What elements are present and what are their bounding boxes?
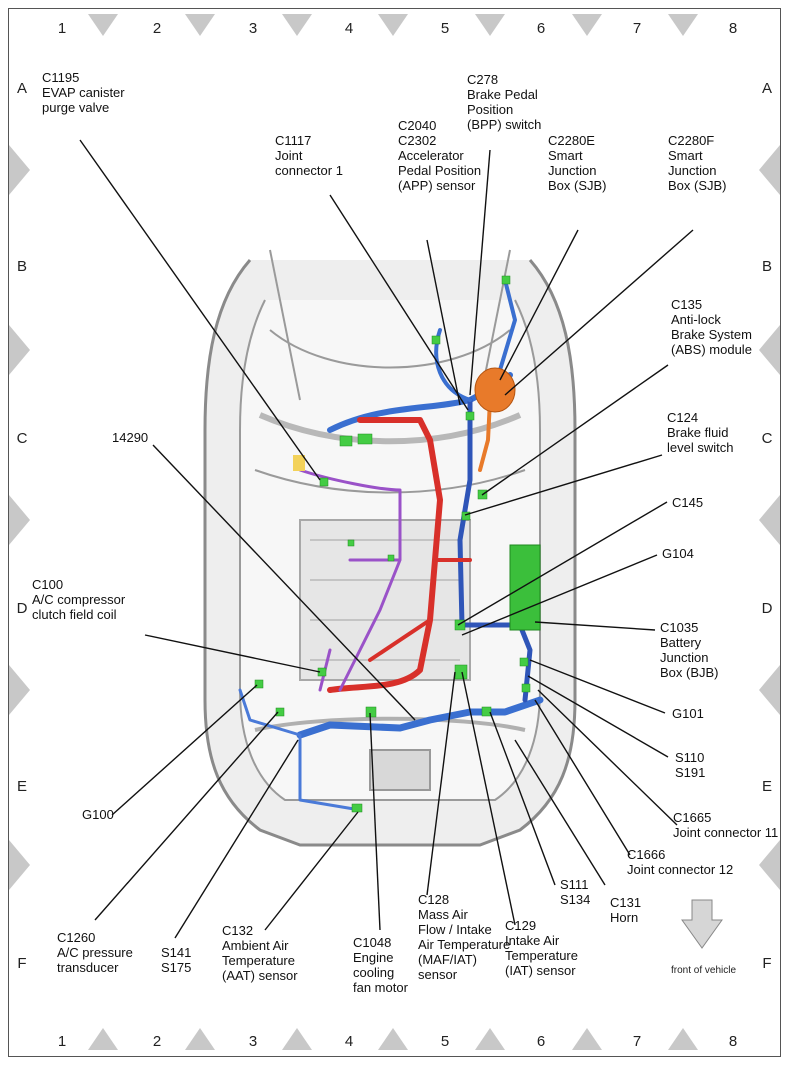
- front-of-vehicle-label: front of vehicle: [671, 965, 737, 976]
- callout-s141: S141 S175: [161, 945, 192, 975]
- down-arrow-icon: [681, 899, 723, 949]
- left-row-label-D: D: [16, 600, 28, 617]
- callout-c1048: C1048 Engine cooling fan motor: [353, 935, 408, 995]
- callout-c2280f: C2280F Smart Junction Box (SJB): [668, 133, 727, 193]
- top-column-label-5: 5: [440, 20, 450, 37]
- components: [254, 275, 541, 813]
- right-row-label-D: D: [761, 600, 773, 617]
- right-row-label-A: A: [761, 80, 772, 97]
- left-row-label-A: A: [16, 80, 27, 97]
- bottom-column-label-4: 4: [344, 1033, 354, 1050]
- callout-g104: G104: [662, 546, 694, 561]
- top-column-label-3: 3: [248, 20, 258, 37]
- bottom-grid-markers: [88, 1028, 698, 1050]
- wire-orange: [478, 398, 492, 472]
- bottom-column-label-6: 6: [536, 1033, 546, 1050]
- callout-c2280e: C2280E Smart Junction Box (SJB): [548, 133, 607, 193]
- callout-c100: C100 A/C compressor clutch field coil: [32, 577, 126, 622]
- callout-c135: C135 Anti-lock Brake System (ABS) module: [671, 297, 752, 357]
- callout-g100: G100: [82, 807, 114, 822]
- right-row-label-F: F: [762, 955, 772, 972]
- callout-c2040: C2040 C2302 Accelerator Pedal Position (…: [398, 118, 482, 193]
- bottom-column-label-7: 7: [632, 1033, 642, 1050]
- wire-blue-left: [238, 688, 362, 812]
- callout-s110: S110 S191: [675, 750, 706, 780]
- left-row-label-C: C: [16, 430, 28, 447]
- callout-c132: C132 Ambient Air Temperature (AAT) senso…: [222, 923, 298, 983]
- bottom-column-label-8: 8: [728, 1033, 738, 1050]
- right-grid-markers: [759, 145, 780, 890]
- sjb-module: [474, 367, 516, 413]
- leader-lines: [79, 139, 694, 939]
- top-column-label-2: 2: [152, 20, 162, 37]
- callout-c129: C129 Intake Air Temperature (IAT) sensor: [505, 918, 578, 978]
- left-row-label-E: E: [16, 778, 27, 795]
- left-row-label-B: B: [16, 258, 27, 275]
- right-row-label-B: B: [761, 258, 772, 275]
- top-column-label-1: 1: [57, 20, 67, 37]
- left-row-label-F: F: [17, 955, 27, 972]
- wire-red-branch: [368, 558, 472, 662]
- bottom-column-label-5: 5: [440, 1033, 450, 1050]
- callout-c1666: C1666 Joint connector 12: [627, 847, 734, 877]
- callout-c1195: C1195 EVAP canister purge valve: [42, 70, 125, 115]
- callout-c1260: C1260 A/C pressure transducer: [57, 930, 133, 975]
- top-column-label-4: 4: [344, 20, 354, 37]
- callout-s111: S111 S134: [560, 877, 591, 907]
- bottom-column-label-3: 3: [248, 1033, 258, 1050]
- callout-c128: C128 Mass Air Flow / Intake Air Temperat…: [418, 892, 511, 982]
- wire-blue-main: [296, 696, 544, 739]
- diagram-frame: [8, 8, 781, 1057]
- callout-14290: 14290: [112, 430, 149, 445]
- callout-c1035: C1035 Battery Junction Box (BJB): [660, 620, 719, 680]
- yellow-part: [293, 455, 305, 471]
- callout-c131: C131 Horn: [610, 895, 642, 925]
- right-row-label-E: E: [761, 778, 772, 795]
- callout-g101: G101: [672, 706, 704, 721]
- callout-c1117: C1117 Joint connector 1: [275, 133, 343, 178]
- top-grid-markers: [88, 14, 698, 36]
- callout-c124: C124 Brake fluid level switch: [667, 410, 734, 455]
- bottom-column-label-2: 2: [152, 1033, 162, 1050]
- callout-c145: C145: [672, 495, 704, 510]
- right-row-label-C: C: [761, 430, 773, 447]
- wire-red-main: [327, 417, 443, 693]
- callout-c1665: C1665 Joint connector 11: [673, 810, 779, 840]
- bjb-module: [509, 544, 541, 631]
- left-grid-markers: [9, 145, 30, 890]
- callout-c278: C278 Brake Pedal Position (BPP) switch: [467, 72, 542, 132]
- bottom-column-label-1: 1: [57, 1033, 67, 1050]
- top-column-label-6: 6: [536, 20, 546, 37]
- top-column-label-7: 7: [632, 20, 642, 37]
- top-column-label-8: 8: [728, 20, 738, 37]
